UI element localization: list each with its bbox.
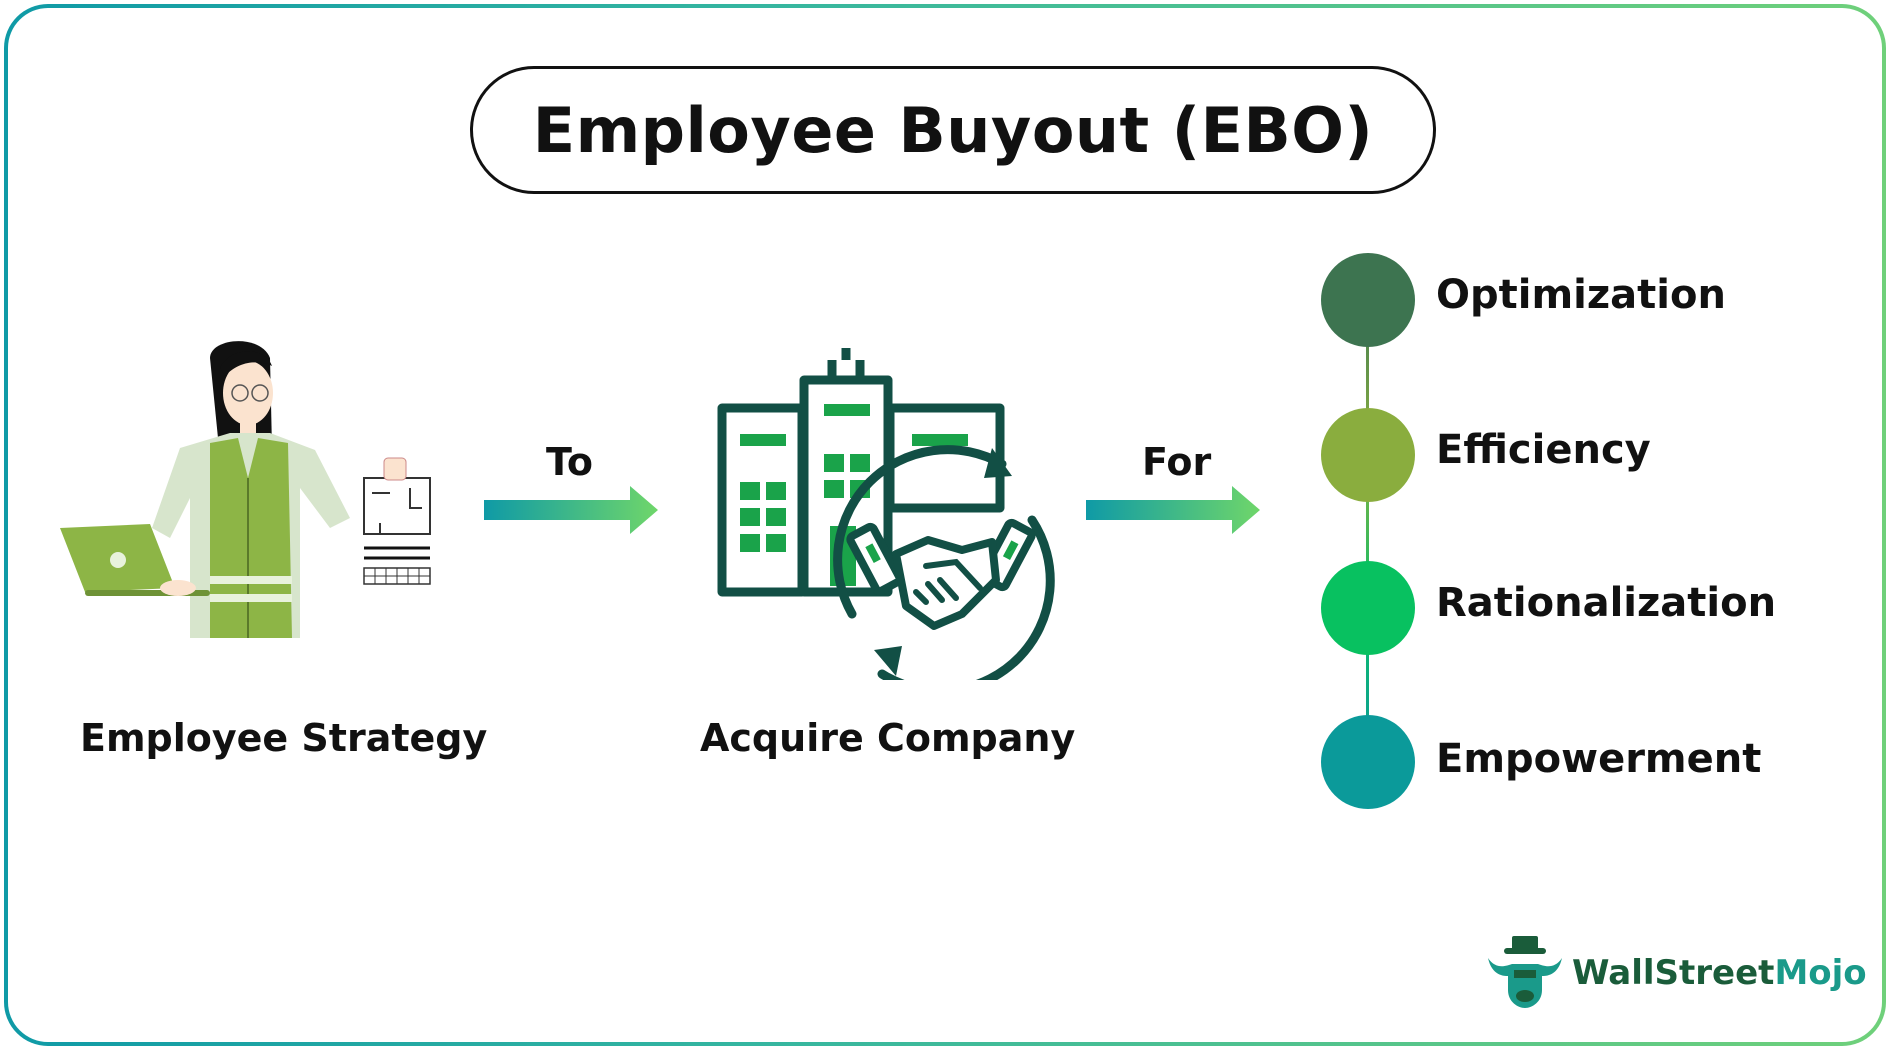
connector-to: To [546, 440, 593, 484]
step-label-employee-strategy: Employee Strategy [80, 716, 488, 760]
timeline-dot [1321, 561, 1415, 655]
employee-with-laptop-icon [60, 341, 431, 638]
connector-for: For [1142, 440, 1212, 484]
timeline-dot [1321, 253, 1415, 347]
outcome-timeline [1318, 253, 1418, 813]
arrow-right-icon [484, 486, 658, 534]
diagram-title: Employee Buyout (EBO) [532, 93, 1374, 167]
company-handshake-icon [717, 348, 1055, 680]
timeline-dot [1321, 715, 1415, 809]
bull-mascot-icon [1488, 936, 1562, 1008]
outcome-label-rationalization: Rationalization [1436, 580, 1777, 626]
outcome-label-efficiency: Efficiency [1436, 427, 1651, 473]
timeline-dot [1321, 408, 1415, 502]
diagram-frame: Employee Buyout (EBO) [4, 4, 1886, 1046]
step-label-acquire-company: Acquire Company [700, 716, 1076, 760]
title-pill: Employee Buyout (EBO) [470, 66, 1436, 194]
timeline-line [1366, 293, 1369, 763]
arrow-right-icon [1086, 486, 1260, 534]
diagram-canvas: Employee Buyout (EBO) [8, 8, 1882, 1042]
brand-logo: WallStreetMojo [1486, 936, 1867, 1010]
outcome-label-optimization: Optimization [1436, 272, 1726, 318]
brand-name: WallStreetMojo [1572, 953, 1867, 993]
outcome-label-empowerment: Empowerment [1436, 736, 1762, 782]
